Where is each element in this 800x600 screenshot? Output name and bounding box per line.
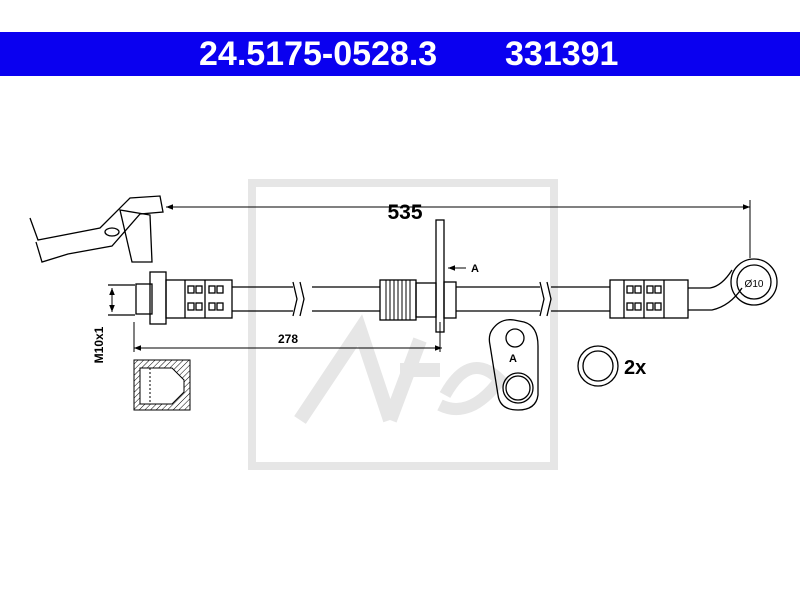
part-number: 24.5175-0528.3 [199,35,438,73]
bracket-marker-label: A [471,263,479,275]
left-bracket [29,195,164,263]
watermark-logo [248,179,558,470]
banjo-eye [730,258,778,306]
thread-section [133,359,191,411]
plate-marker-label: A [509,353,517,365]
washer-icon [577,345,619,387]
overall-length-label: 535 [387,201,422,224]
hose-assembly [29,195,778,333]
middle-bracket [435,219,445,333]
washer-count-label: 2x [624,357,646,379]
bracket-plate-detail [488,319,539,411]
title-bar: 24.5175-0528.3 331391 [0,32,800,76]
partial-length-label: 278 [278,332,298,346]
reference-number: 331391 [505,35,619,73]
eye-diameter-label: Ø10 [745,279,764,290]
thread-label: M10x1 [92,326,106,363]
